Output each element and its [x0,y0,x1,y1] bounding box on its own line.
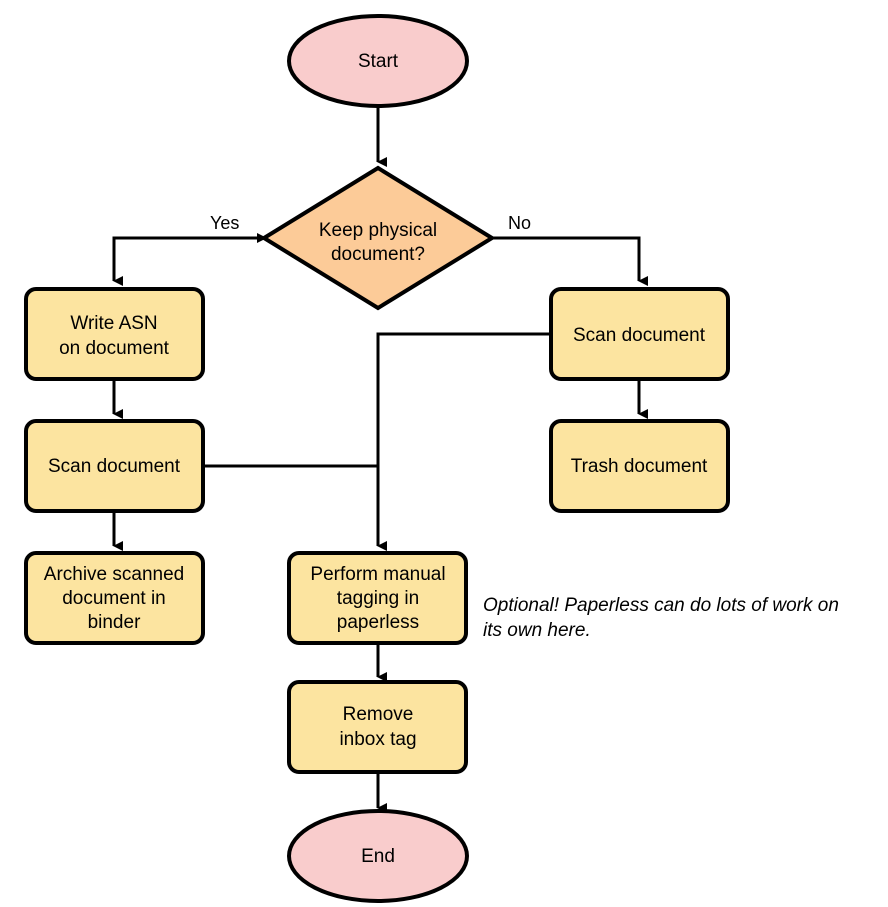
archive-label-line3: binder [88,612,141,633]
start-ellipse-shape [287,14,469,108]
decision-label-line1: Keep physical [319,220,437,241]
optional-note: Optional! Paperless can do lots of work … [483,595,839,641]
node-archive-scanned-document[interactable]: Archive scanned document in binder [24,551,205,645]
node-decision-keep-physical-document[interactable]: Keep physical document? [260,165,496,311]
start-label: Start [358,51,399,72]
trash-document-box-shape [549,419,730,513]
node-write-asn-on-document[interactable]: Write ASN on document [24,287,205,381]
manual-tagging-box-shape [287,551,468,645]
edge-scanright-to-tagging [376,332,551,551]
optional-note-line1: Optional! Paperless can do lots of work … [483,595,839,616]
edge-label-no: No [508,213,531,233]
manual-tagging-label-line1: Perform manual [310,564,445,585]
manual-tagging-label-line3: paperless [337,612,419,633]
edge-decision-yes [112,233,267,286]
scan-document-right-label: Scan document [573,325,706,346]
edge-decision-no [481,233,648,286]
node-start[interactable]: Start [287,14,469,108]
remove-inbox-label-line2: inbox tag [339,729,416,750]
end-ellipse-shape [287,809,469,903]
write-asn-box-shape [24,287,205,381]
scan-document-left-label: Scan document [48,456,181,477]
node-scan-document-right[interactable]: Scan document [549,287,730,381]
node-remove-inbox-tag[interactable]: Remove inbox tag [287,680,468,774]
archive-box-shape [24,551,205,645]
scan-document-right-box-shape [549,287,730,381]
manual-tagging-label-line2: tagging in [337,588,419,609]
optional-note-line2: its own here. [483,620,591,641]
scan-document-left-box-shape [24,419,205,513]
decision-diamond-shape [260,165,496,311]
remove-inbox-box-shape [287,680,468,774]
node-perform-manual-tagging[interactable]: Perform manual tagging in paperless [287,551,468,645]
decision-label-line2: document? [331,244,425,265]
write-asn-label-line1: Write ASN [70,313,157,334]
archive-label-line2: document in [62,588,166,609]
edge-label-yes: Yes [210,213,239,233]
node-end[interactable]: End [287,809,469,903]
node-scan-document-left[interactable]: Scan document [24,419,205,513]
node-trash-document[interactable]: Trash document [549,419,730,513]
archive-label-line1: Archive scanned [44,564,184,585]
write-asn-label-line2: on document [59,338,170,359]
remove-inbox-label-line1: Remove [343,704,414,725]
trash-document-label: Trash document [571,456,708,477]
end-label: End [361,846,395,867]
